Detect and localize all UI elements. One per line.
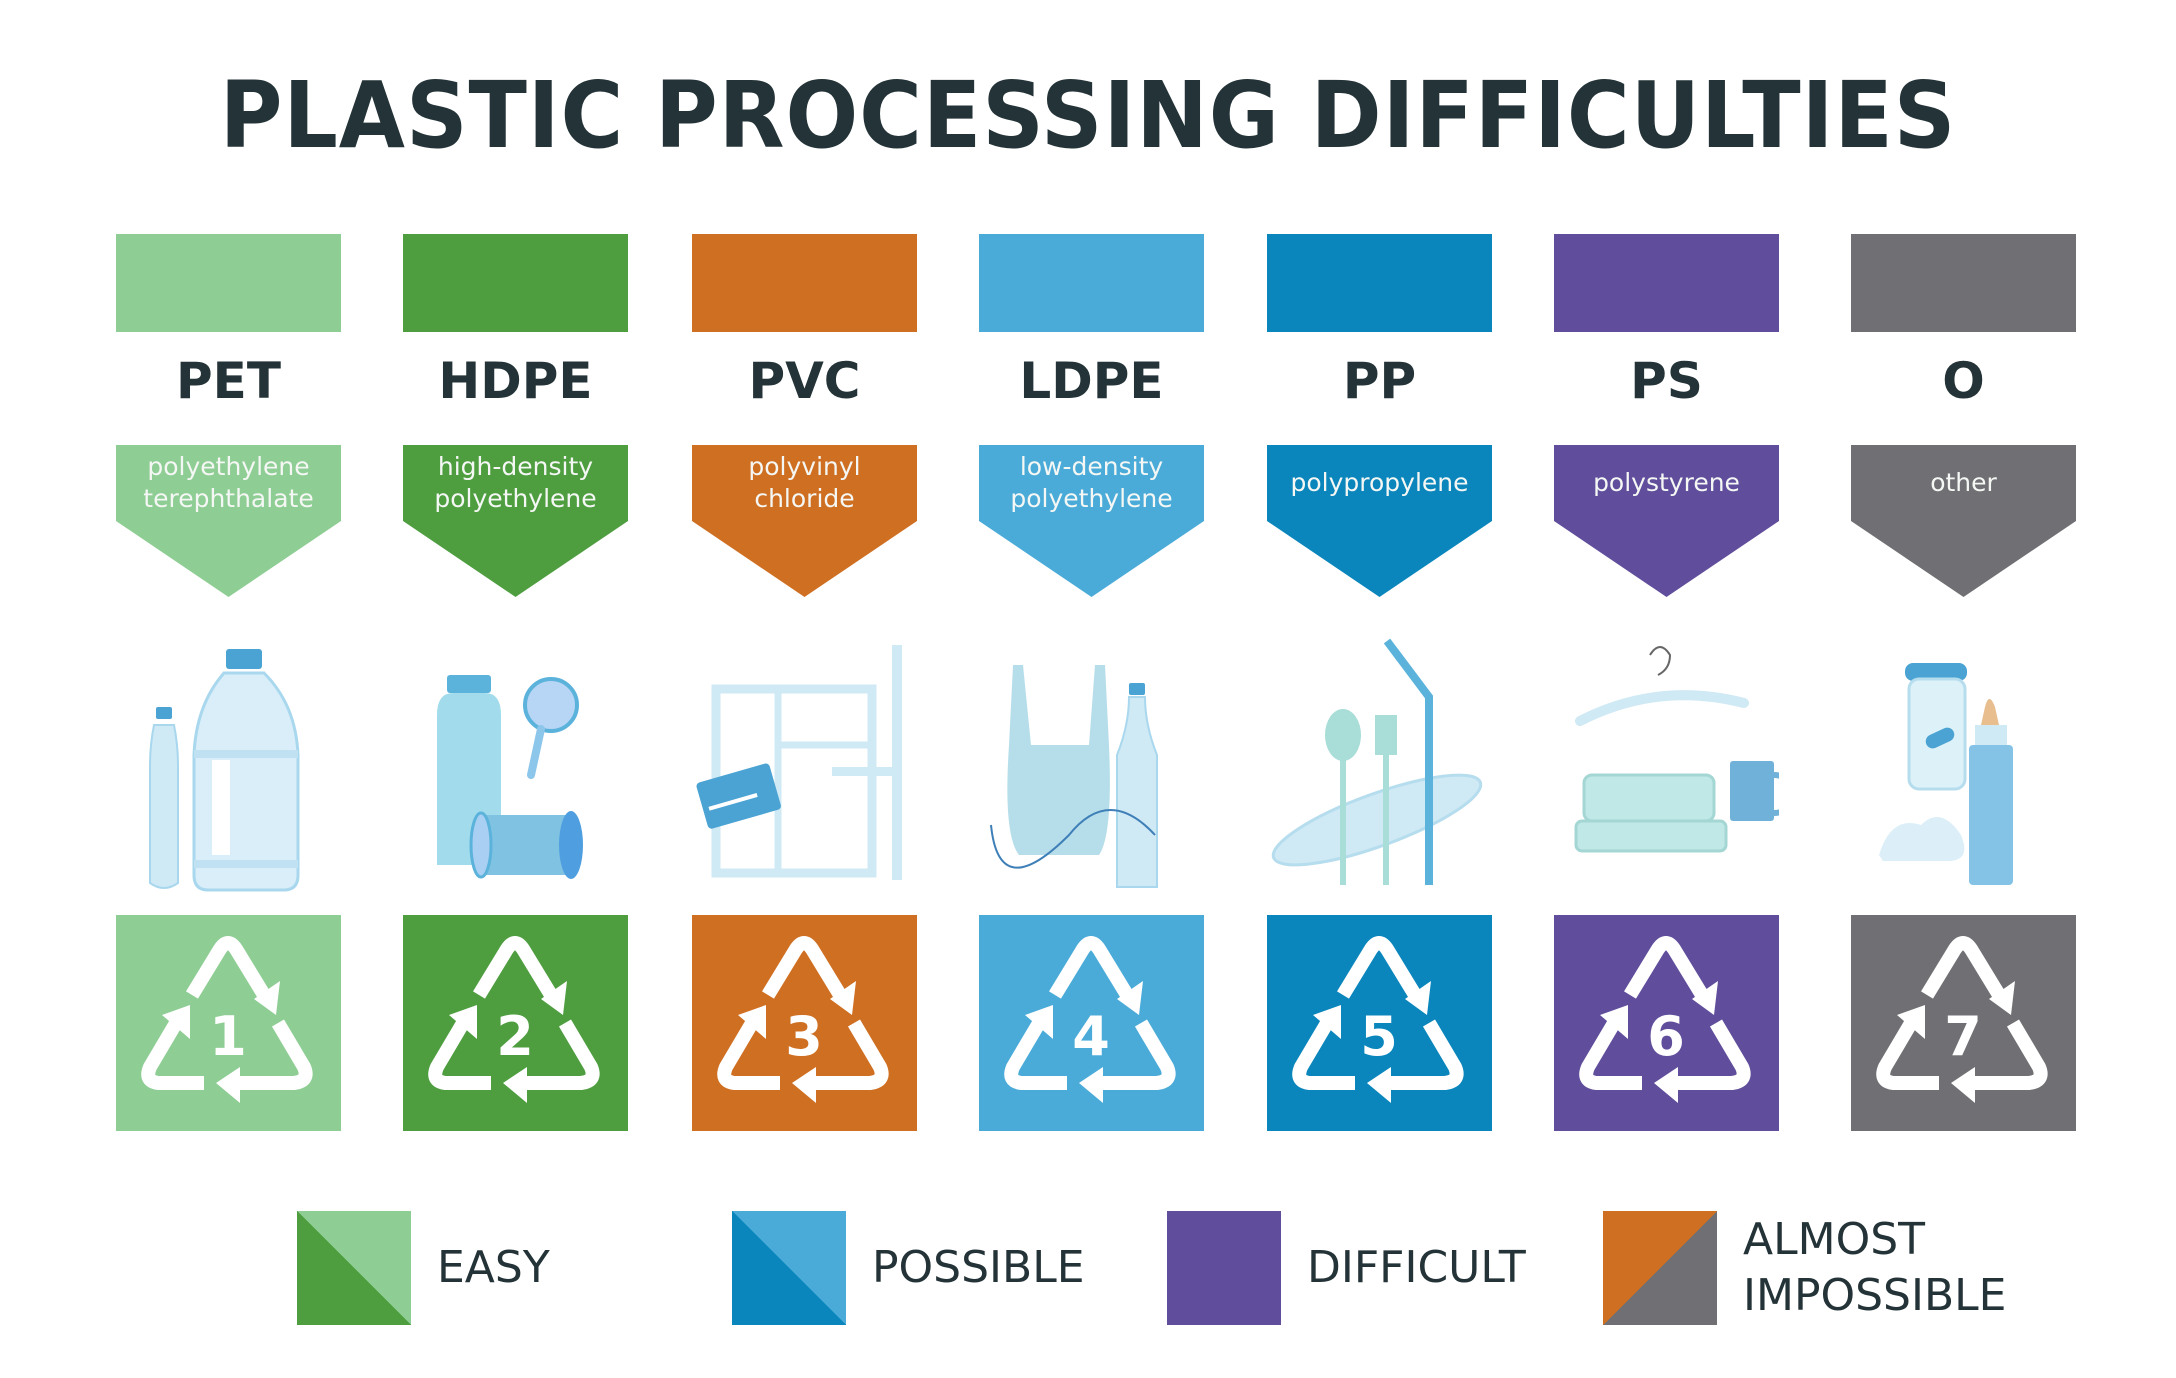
legend-label: EASY <box>437 1242 550 1293</box>
plastic-code: LDPE <box>1019 352 1164 410</box>
recycle-triangle-icon: 6 <box>1579 936 1751 1103</box>
recycle-triangle-icon: 7 <box>1876 936 2048 1103</box>
plastic-name-line2: polyethylene <box>434 484 597 513</box>
color-swatch <box>1267 234 1492 332</box>
recycle-code-5: 5 <box>1267 915 1492 1131</box>
recycle-triangle-icon: 3 <box>717 936 889 1103</box>
plastic-name-line1: polyethylene <box>147 452 310 481</box>
plastic-name-tag: polyvinyl chloride <box>692 445 917 597</box>
color-swatch <box>1851 234 2076 332</box>
color-swatch <box>403 234 628 332</box>
recycle-triangle-icon: 2 <box>428 936 600 1103</box>
bottle-and-containers-icon <box>403 635 628 895</box>
legend-label-line1: ALMOST <box>1743 1214 1926 1265</box>
plastic-code: PVC <box>748 352 861 410</box>
plastic-column-ldpe: LDPE low-density polyethylene 4 <box>979 0 1204 1140</box>
svg-text:5: 5 <box>1360 1005 1398 1068</box>
plastic-name-line1: polystyrene <box>1593 468 1740 497</box>
recycle-code-4: 4 <box>979 915 1204 1131</box>
plastic-name-line2: polyethylene <box>1010 484 1173 513</box>
recycle-code-6: 6 <box>1554 915 1779 1131</box>
plastic-code: HDPE <box>438 352 593 410</box>
recycle-code-1: 1 <box>116 915 341 1131</box>
recycle-code-3: 3 <box>692 915 917 1131</box>
plastic-name-line1: low-density <box>1019 452 1164 481</box>
plastic-name-tag: high-density polyethylene <box>403 445 628 597</box>
jar-baby-bottle-icon <box>1851 635 2076 895</box>
bag-and-bottle-icon <box>979 635 1204 895</box>
plastic-name-line2: chloride <box>754 484 855 513</box>
legend-swatch-possible <box>732 1211 846 1325</box>
recycle-code-7: 7 <box>1851 915 2076 1131</box>
legend-swatch-difficult <box>1167 1211 1281 1325</box>
svg-text:1: 1 <box>209 1005 247 1068</box>
legend-label: DIFFICULT <box>1307 1242 1526 1293</box>
window-frame-pipe-card-icon <box>692 635 917 895</box>
plastic-name-line1: polypropylene <box>1290 468 1469 497</box>
plastic-name-line1: high-density <box>437 452 594 481</box>
color-swatch <box>979 234 1204 332</box>
hanger-egg-tray-cup-icon <box>1554 635 1794 895</box>
page-title: PLASTIC PROCESSING DIFFICULTIES <box>219 62 1957 169</box>
plastic-column-pvc: PVC polyvinyl chloride 3 <box>692 0 917 1140</box>
plastic-name-tag: polypropylene <box>1267 445 1492 597</box>
plastic-code: PET <box>176 352 281 410</box>
plastic-name-tag: polyethylene terephthalate <box>116 445 341 597</box>
legend-label: POSSIBLE <box>872 1242 1085 1293</box>
plastic-column-hdpe: HDPE high-density polyethylene 2 <box>403 0 628 1140</box>
plastic-code: PS <box>1630 352 1703 410</box>
color-swatch <box>1554 234 1779 332</box>
plastic-column-other: O other 7 <box>1851 0 2076 1140</box>
svg-text:6: 6 <box>1647 1005 1685 1068</box>
svg-text:7: 7 <box>1944 1005 1982 1068</box>
recycle-triangle-icon: 4 <box>1004 936 1176 1103</box>
plastic-code: PP <box>1342 352 1417 410</box>
plastic-name-line1: polyvinyl <box>748 452 861 481</box>
plastic-column-pp: PP polypropylene 5 <box>1267 0 1492 1140</box>
color-swatch <box>692 234 917 332</box>
recycle-triangle-icon: 5 <box>1292 936 1464 1103</box>
svg-text:2: 2 <box>496 1005 534 1068</box>
recycle-triangle-icon: 1 <box>141 936 313 1103</box>
plastic-name-line1: other <box>1930 468 1997 497</box>
plastic-name-line2: terephthalate <box>143 484 314 513</box>
cutlery-straw-plate-icon <box>1267 635 1492 895</box>
svg-text:3: 3 <box>785 1005 823 1068</box>
plastic-code: O <box>1942 352 1985 410</box>
color-swatch <box>116 234 341 332</box>
plastic-column-ps: PS polystyrene 6 <box>1554 0 1794 1140</box>
recycle-code-2: 2 <box>403 915 628 1131</box>
plastic-column-pet: PET polyethylene terephthalate 1 <box>116 0 341 1140</box>
legend-swatch-almost-impossible <box>1603 1211 1717 1325</box>
plastic-name-tag: low-density polyethylene <box>979 445 1204 597</box>
plastic-name-tag: other <box>1851 445 2076 597</box>
legend-label-line2: IMPOSSIBLE <box>1743 1270 2007 1321</box>
water-bottles-icon <box>116 635 341 895</box>
svg-text:4: 4 <box>1072 1005 1110 1068</box>
plastic-name-tag: polystyrene <box>1554 445 1779 597</box>
legend-swatch-easy <box>297 1211 411 1325</box>
